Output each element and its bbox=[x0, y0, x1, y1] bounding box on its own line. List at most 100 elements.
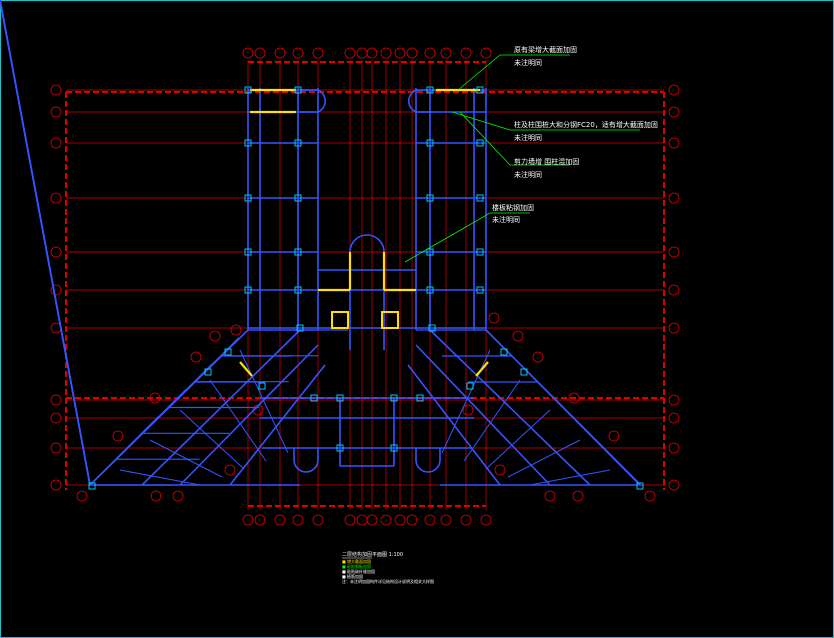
axis-bubble bbox=[344, 47, 356, 59]
axis-bubble bbox=[440, 514, 452, 526]
axis-bubble bbox=[172, 490, 184, 502]
wing-rib bbox=[571, 415, 643, 487]
axis-bubble bbox=[190, 351, 202, 363]
axis-bubble bbox=[230, 324, 242, 336]
axis-bubble bbox=[312, 514, 324, 526]
reinforcement-layer bbox=[239, 88, 489, 377]
axis-bubble bbox=[394, 47, 406, 59]
column bbox=[294, 139, 302, 147]
annotation-4-line1: 楼板粘钢加固 bbox=[492, 203, 534, 212]
axis-bubble bbox=[150, 490, 162, 502]
axis-bubble bbox=[668, 479, 680, 491]
column bbox=[500, 348, 508, 356]
axis-bubble bbox=[380, 47, 392, 59]
axis-bubble bbox=[50, 137, 62, 149]
wing-beam bbox=[407, 364, 501, 486]
structure-layer bbox=[0, 0, 643, 487]
axis-bubble bbox=[344, 514, 356, 526]
axis-bubble bbox=[480, 47, 492, 59]
axis-bubble bbox=[50, 192, 62, 204]
axis-bubble bbox=[242, 514, 254, 526]
column bbox=[476, 194, 484, 202]
column bbox=[336, 444, 344, 452]
column bbox=[426, 194, 434, 202]
axis-bubble bbox=[668, 394, 680, 406]
column bbox=[636, 482, 644, 490]
axis-bubble bbox=[462, 404, 474, 416]
rounded-end bbox=[408, 89, 434, 113]
axis-bubble bbox=[512, 330, 524, 342]
rounded-end bbox=[300, 89, 326, 113]
axis-bubble bbox=[312, 47, 324, 59]
wing-diagonal bbox=[441, 349, 491, 454]
column bbox=[294, 194, 302, 202]
axis-bubble bbox=[568, 392, 580, 404]
column bbox=[428, 324, 436, 332]
axis-bubble bbox=[254, 514, 266, 526]
axis-bubble bbox=[224, 464, 236, 476]
column bbox=[296, 324, 304, 332]
axis-bubble bbox=[668, 322, 680, 334]
column bbox=[426, 286, 434, 294]
column bbox=[294, 248, 302, 256]
column bbox=[88, 482, 96, 490]
column bbox=[244, 139, 252, 147]
leader-2 bbox=[451, 111, 640, 131]
annotation-3-line2: 未注明同 bbox=[514, 170, 542, 179]
core-arch bbox=[349, 234, 385, 253]
axis-bubble bbox=[50, 442, 62, 454]
axis-bubble bbox=[242, 47, 254, 59]
column bbox=[310, 394, 318, 402]
wing-diagonal bbox=[179, 409, 245, 470]
column bbox=[224, 348, 232, 356]
axis-bubble bbox=[488, 312, 500, 324]
annotation-3: 剪力墙增 围柱混加固 未注明同 bbox=[514, 157, 579, 179]
column bbox=[204, 368, 212, 376]
wing-diagonal bbox=[149, 439, 223, 478]
column bbox=[390, 394, 398, 402]
axis-bubble bbox=[112, 430, 124, 442]
legend-item-4: ■ 植筋加固 bbox=[342, 573, 363, 579]
column-layer bbox=[88, 86, 644, 490]
reinforce-box bbox=[381, 311, 399, 329]
axis-bubble bbox=[366, 47, 378, 59]
axis-bubble bbox=[292, 47, 304, 59]
axis-bubble bbox=[668, 84, 680, 96]
annotation-4-line2: 未注明同 bbox=[492, 215, 520, 224]
axis-bubble bbox=[50, 284, 62, 296]
wing-diagonal bbox=[463, 379, 521, 462]
axis-bubble bbox=[668, 192, 680, 204]
legend-note: 注：未注明加固构件详见结构设计说明及相关大样图 bbox=[342, 578, 434, 584]
annotation-2-line2: 未注明同 bbox=[514, 133, 542, 142]
axis-bubble bbox=[76, 490, 88, 502]
axis-bubble bbox=[149, 392, 161, 404]
podium-round bbox=[415, 448, 441, 473]
leader-1 bbox=[457, 54, 570, 91]
axis-bubble bbox=[460, 47, 472, 59]
column bbox=[426, 248, 434, 256]
axis-bubble bbox=[356, 47, 368, 59]
column bbox=[390, 444, 398, 452]
axis-bubble bbox=[608, 430, 620, 442]
axis-bubble bbox=[50, 479, 62, 491]
axis-bubble bbox=[394, 514, 406, 526]
wing-diagonal bbox=[529, 469, 611, 486]
wing-diagonal bbox=[485, 409, 551, 470]
column bbox=[416, 394, 424, 402]
annotation-2: 柱及柱围桩大和分钢FC20，适有增大截面加固 未注明同 bbox=[514, 120, 658, 142]
annotation-1: 原有梁增大截面加固 未注明同 bbox=[514, 45, 577, 67]
axis-bubble bbox=[356, 514, 368, 526]
legend-item-1: ■ 增大截面加固 bbox=[342, 558, 371, 564]
wing-diagonal bbox=[119, 469, 201, 486]
column bbox=[244, 248, 252, 256]
column bbox=[294, 86, 302, 94]
column bbox=[466, 382, 474, 390]
axis-bubble bbox=[424, 514, 436, 526]
axis-bubble bbox=[50, 394, 62, 406]
axis-bubble bbox=[380, 514, 392, 526]
axis-bubble bbox=[480, 514, 492, 526]
leader-lines bbox=[404, 54, 640, 263]
axis-bubble bbox=[50, 84, 62, 96]
wing-rib bbox=[88, 415, 160, 487]
wing-diagonal bbox=[239, 349, 289, 454]
